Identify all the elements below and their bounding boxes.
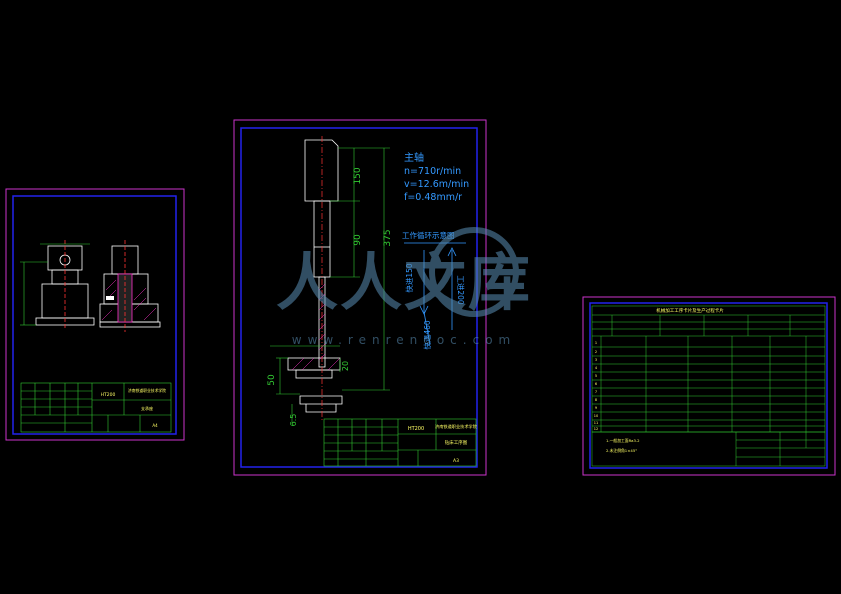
note-1: 1.一般加工面Ra3.2 — [606, 438, 640, 443]
left-frame — [12, 195, 177, 435]
left-hatching — [101, 279, 157, 321]
row-number: 9 — [595, 406, 597, 410]
right-sheet: 机械加工工序卡片及生产过程卡片 1 2 3 4 5 6 7 8 9 10 11 … — [582, 296, 836, 476]
left-dimensions — [20, 243, 90, 326]
center-frame — [240, 127, 478, 468]
center-dimensions — [270, 147, 390, 424]
row-number: 11 — [594, 421, 598, 425]
work-cycle-diagram — [404, 242, 466, 346]
center-sheet: 150 90 375 50 20 6.5 主轴 n=710r/min v=12.… — [233, 119, 487, 476]
row-number: 8 — [595, 398, 597, 402]
watermark-text: 人人文库 — [276, 246, 532, 319]
left-sheet-border — [5, 188, 185, 441]
watermark-circle — [429, 227, 519, 317]
left-title-block — [20, 382, 172, 433]
row-number: 4 — [595, 366, 598, 370]
center-material: HT200 — [408, 426, 424, 432]
center-sheet-no: A3 — [453, 458, 459, 464]
center-title-name: 济南铁道职业技术学院 — [435, 423, 478, 430]
dim-375: 375 — [383, 229, 393, 246]
row-number: 2 — [595, 350, 597, 354]
row-number: 10 — [594, 414, 598, 418]
row-number: 6 — [595, 382, 597, 386]
left-part-name: 支承座 — [141, 405, 153, 411]
feed-rate: f=0.48mm/r — [404, 192, 462, 203]
row-number: 3 — [595, 358, 597, 362]
left-scale: A4 — [152, 423, 158, 428]
dim-6-5: 6.5 — [289, 414, 298, 427]
left-part-front-view — [35, 240, 95, 330]
center-sheet-border — [233, 119, 487, 476]
dim-50: 50 — [267, 374, 277, 386]
left-title-code: HT200 — [101, 392, 116, 398]
note-2: 2.未注倒角1×45° — [606, 448, 637, 453]
work-feed-dim: 工进200 — [456, 275, 465, 305]
right-sheet-border — [582, 296, 836, 476]
row-number: 1 — [595, 341, 597, 345]
fast-back-dim: 快退460 — [422, 320, 432, 350]
left-sheet: HT200 济南铁道职业技术学院 支承座 A4 — [5, 188, 185, 441]
left-small-block — [106, 296, 114, 300]
watermark: 人人文库 www.renrendoc.com — [276, 227, 532, 347]
dim-20: 20 — [341, 361, 350, 371]
right-frame — [589, 302, 828, 469]
spindle-speed: n=710r/min — [404, 166, 461, 177]
left-part-section-view — [99, 240, 161, 332]
row-number: 5 — [595, 374, 597, 378]
drill-flutes — [291, 283, 341, 371]
dim-150: 150 — [353, 167, 363, 184]
center-title-block — [323, 418, 477, 467]
cutting-speed: v=12.6m/min — [404, 179, 469, 190]
table-title: 机械加工工序卡片及生产过程卡片 — [656, 307, 724, 314]
process-table — [591, 305, 826, 467]
row-number: 7 — [595, 390, 597, 394]
dim-90: 90 — [353, 234, 363, 246]
work-cycle-label: 工作循环示意图 — [402, 230, 455, 240]
left-title-name: 济南铁道职业技术学院 — [128, 388, 166, 393]
watermark-url: www.renrendoc.com — [292, 333, 516, 347]
row-number: 12 — [594, 427, 598, 431]
spindle-title: 主轴 — [404, 151, 424, 164]
row-numbers: 1 2 3 4 5 6 7 8 9 10 11 12 — [594, 341, 598, 431]
center-drawing-name: 钻床工序图 — [445, 439, 468, 446]
fast-in-dim: 快进150 — [404, 263, 414, 293]
